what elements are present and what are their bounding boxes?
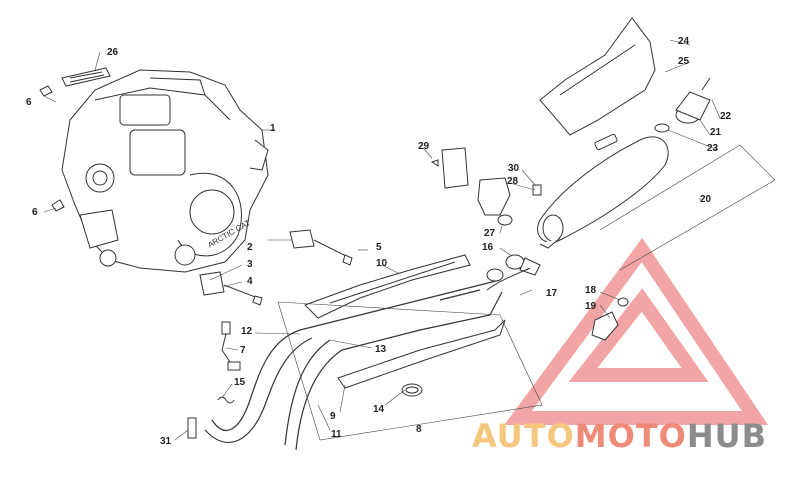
callout-12: 12 [241, 326, 253, 337]
callout-14: 14 [373, 404, 385, 415]
callout-25: 25 [678, 56, 690, 67]
callout-5: 5 [376, 242, 382, 253]
watermark-outer-triangle [504, 237, 769, 425]
muffler-heat-shield [539, 17, 656, 136]
callout-26: 26 [107, 47, 119, 58]
engine: ARCTIC CAT [61, 69, 269, 273]
mount-bracket [430, 147, 542, 226]
clamp [401, 383, 423, 397]
callout-2: 2 [247, 242, 253, 253]
callout-7: 7 [240, 345, 246, 356]
callout-11: 11 [331, 429, 342, 440]
leader-lines [43, 39, 776, 441]
bolt-31 [187, 417, 197, 439]
bolt-6-bottom [51, 199, 65, 212]
spark-arrestor [654, 77, 711, 133]
callout-1: 1 [270, 123, 276, 134]
callout-3: 3 [247, 259, 253, 270]
callout-29: 29 [418, 141, 430, 152]
sensor-harness [221, 321, 241, 371]
callout-31: 31 [160, 436, 172, 447]
callout-17: 17 [546, 288, 558, 299]
watermark-inner-triangle [568, 288, 709, 382]
callout-30: 30 [508, 163, 520, 174]
watermark-moto: MOTO [574, 417, 687, 455]
callout-4: 4 [247, 276, 253, 287]
watermark-text: AUTOMOTOHUB [472, 420, 767, 452]
watermark-auto: AUTO [472, 417, 575, 455]
callout-8: 8 [416, 424, 422, 435]
line-drawing: ARCTIC CAT [39, 17, 711, 451]
callout-13: 13 [375, 344, 387, 355]
callout-28: 28 [507, 176, 519, 187]
decal-plate [61, 67, 111, 87]
callout-21: 21 [710, 127, 722, 138]
muffler [537, 133, 669, 249]
heat-shield-lower [337, 319, 506, 389]
callout-16: 16 [482, 242, 494, 253]
callout-20: 20 [700, 194, 712, 205]
exhaust-gaskets [199, 229, 353, 306]
watermark-hub: HUB [686, 417, 768, 455]
bolt-6-top [39, 85, 53, 97]
callout-6-bottom: 6 [32, 207, 38, 218]
callout-9: 9 [330, 411, 336, 422]
callout-6-top: 6 [26, 97, 32, 108]
callout-24: 24 [678, 36, 690, 47]
hanger-bracket [591, 297, 629, 341]
callout-19: 19 [585, 301, 597, 312]
exhaust-header-pipes [204, 279, 503, 451]
heat-shield-upper [304, 254, 471, 319]
callout-18: 18 [585, 285, 597, 296]
pipe-joint [486, 254, 541, 291]
spring-15 [217, 396, 235, 404]
callout-27: 27 [484, 228, 496, 239]
callout-15: 15 [234, 377, 246, 388]
callout-23: 23 [707, 143, 719, 154]
callout-22: 22 [720, 111, 732, 122]
callout-10: 10 [376, 258, 388, 269]
watermark-logo [504, 237, 769, 425]
